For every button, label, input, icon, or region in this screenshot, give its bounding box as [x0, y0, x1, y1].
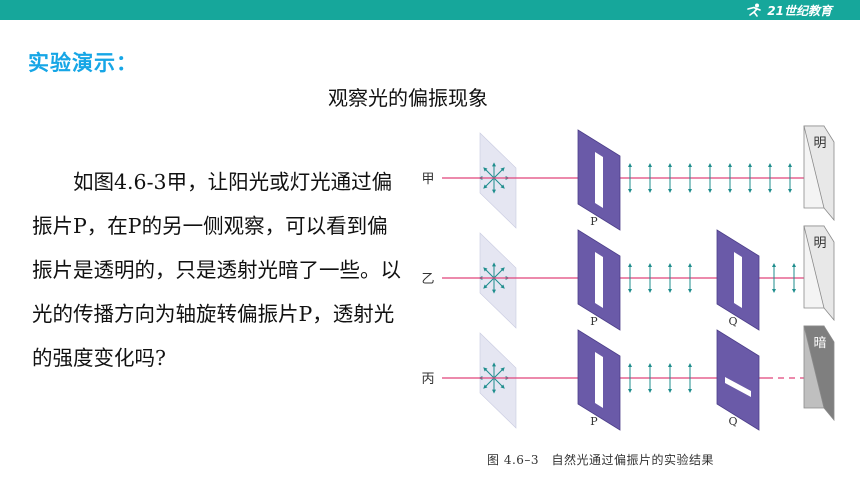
polarizer-slit [595, 152, 603, 208]
natural-polarization-arrow [483, 377, 495, 389]
polarizer-label: P [590, 415, 598, 428]
natural-polarization-arrow [483, 367, 495, 379]
polarizer-label: P [590, 215, 598, 228]
natural-polarization-arrow [493, 167, 505, 179]
screen-face [803, 125, 835, 222]
body-paragraph: 如图4.6-3甲，让阳光或灯光通过偏振片P，在P的另一侧观察，可以看到偏振片是透… [32, 160, 402, 380]
natural-light-panel [479, 132, 517, 229]
row-label: 甲 [421, 172, 434, 187]
screen-label: 明 [813, 136, 826, 151]
natural-polarization-arrow [483, 277, 495, 289]
figure-row: 甲 P 明 [421, 125, 835, 231]
natural-polarization-arrow [493, 267, 505, 279]
natural-polarization-arrow [493, 367, 505, 379]
figure-row: 乙 P Q 明 [421, 225, 835, 331]
top-bar [0, 0, 860, 20]
runner-logo-icon [747, 3, 762, 17]
polarizer-label: P [590, 315, 598, 328]
polarizer-q [716, 329, 760, 431]
logo-text: 21世纪教育 [767, 3, 832, 18]
screen-face [803, 325, 835, 422]
polarizer-label: Q [728, 415, 737, 428]
figure-caption: 图 4.6–3 自然光通过偏振片的实验结果 [487, 453, 715, 467]
natural-polarization-arrow [483, 267, 495, 279]
natural-polarization-arrow [493, 277, 505, 289]
screen-label: 明 [813, 236, 826, 251]
figure-row: 丙 P Q 暗 [421, 325, 835, 431]
polarizer-slit-horizontal [725, 377, 751, 397]
natural-polarization-arrow [493, 177, 505, 189]
row-label: 丙 [421, 372, 434, 387]
section-heading: 实验演示： [28, 51, 138, 75]
site-logo: 21世纪教育 [745, 2, 832, 18]
polarizer-label: Q [728, 315, 737, 328]
screen-label: 暗 [813, 336, 826, 351]
slide-subtitle: 观察光的偏振现象 [328, 86, 488, 110]
polarization-figure: 甲 P 明乙 P Q 明丙 P Q 暗 [421, 125, 835, 431]
natural-light-panel [479, 332, 517, 429]
row-label: 乙 [421, 272, 434, 287]
natural-polarization-arrow [493, 377, 505, 389]
polarizer-slit [595, 252, 603, 308]
screen-face [803, 225, 835, 322]
natural-light-panel [479, 232, 517, 329]
body-text: 如图4.6-3甲，让阳光或灯光通过偏振片P，在P的另一侧观察，可以看到偏振片是透… [32, 170, 401, 370]
polarizer-slit [734, 252, 742, 308]
natural-polarization-arrow [483, 167, 495, 179]
polarizer-slit [595, 352, 603, 408]
natural-polarization-arrow [483, 177, 495, 189]
